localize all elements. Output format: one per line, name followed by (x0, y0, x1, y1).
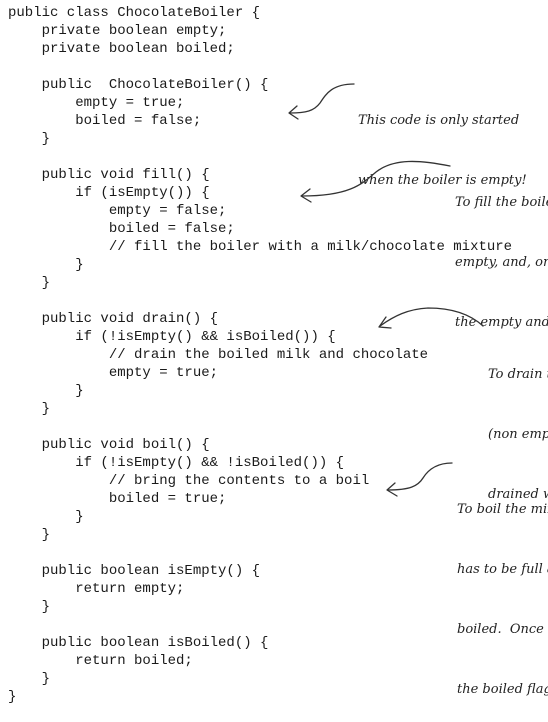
code-line: boiled = false; (8, 113, 202, 129)
annotation-line: the empty and (455, 315, 548, 330)
annotation-line: To drain t (488, 367, 548, 382)
annotation-drain: To drain t (non empt drained w (488, 325, 548, 545)
code-line: public boolean isEmpty() { (8, 563, 261, 579)
arrowhead-fill (300, 188, 312, 203)
code-line: // drain the boiled milk and chocolate (8, 347, 429, 363)
annotation-line: This code is only started (358, 113, 520, 128)
code-line: // bring the contents to a boil (8, 473, 370, 489)
code-line: boiled = true; (8, 491, 227, 507)
arrow-fill (301, 160, 451, 197)
code-line: empty = false; (8, 203, 227, 219)
arrow-constructor (289, 83, 355, 114)
code-line: } (8, 689, 17, 705)
code-line: } (8, 671, 51, 687)
annotation-fill: To fill the boile empty, and, onc the em… (455, 153, 548, 373)
code-line: public void fill() { (8, 167, 210, 183)
code-line: return empty; (8, 581, 185, 597)
annotation-line: (non empt (488, 427, 548, 442)
annotation-line: To boil the mix (457, 502, 548, 517)
code-line: } (8, 275, 51, 291)
annotation-line: empty, and, onc (455, 255, 548, 270)
code-line: if (!isEmpty() && !isBoiled()) { (8, 455, 345, 471)
annotation-constructor: This code is only started when the boile… (358, 71, 527, 231)
annotation-line: drained w (488, 487, 548, 502)
code-line: } (8, 131, 51, 147)
arrowhead-drain (378, 316, 392, 329)
annotation-line: when the boiler is empty! (358, 173, 527, 188)
code-line: public ChocolateBoiler() { (8, 77, 269, 93)
code-line: if (!isEmpty() && isBoiled()) { (8, 329, 336, 345)
code-line: return boiled; (8, 653, 193, 669)
annotation-boil: To boil the mix has to be full a boiled.… (457, 460, 548, 722)
code-line: } (8, 257, 84, 273)
arrowhead-boil (386, 482, 398, 497)
code-line: public void drain() { (8, 311, 219, 327)
code-line: if (isEmpty()) { (8, 185, 210, 201)
code-line: } (8, 527, 51, 543)
code-line: // fill the boiler with a milk/chocolate… (8, 239, 513, 255)
code-line: } (8, 509, 84, 525)
arrow-boil (387, 462, 453, 491)
code-line: boiled = false; (8, 221, 235, 237)
code-line: } (8, 383, 84, 399)
annotation-line: the boiled flag (457, 682, 548, 697)
code-line: empty = true; (8, 95, 185, 111)
code-line: public boolean isBoiled() { (8, 635, 269, 651)
code-line: empty = true; (8, 365, 219, 381)
code-line: public void boil() { (8, 437, 210, 453)
code-line: private boolean boiled; (8, 41, 235, 57)
arrowhead-constructor (288, 105, 299, 120)
code-line: } (8, 401, 51, 417)
code-line: } (8, 599, 51, 615)
annotation-line: To fill the boile (455, 195, 548, 210)
code-line: private boolean empty; (8, 23, 227, 39)
annotation-line: boiled. Once it (457, 622, 548, 637)
annotation-line: has to be full a (457, 562, 548, 577)
code-line: public class ChocolateBoiler { (8, 5, 261, 21)
arrow-drain (379, 307, 484, 327)
